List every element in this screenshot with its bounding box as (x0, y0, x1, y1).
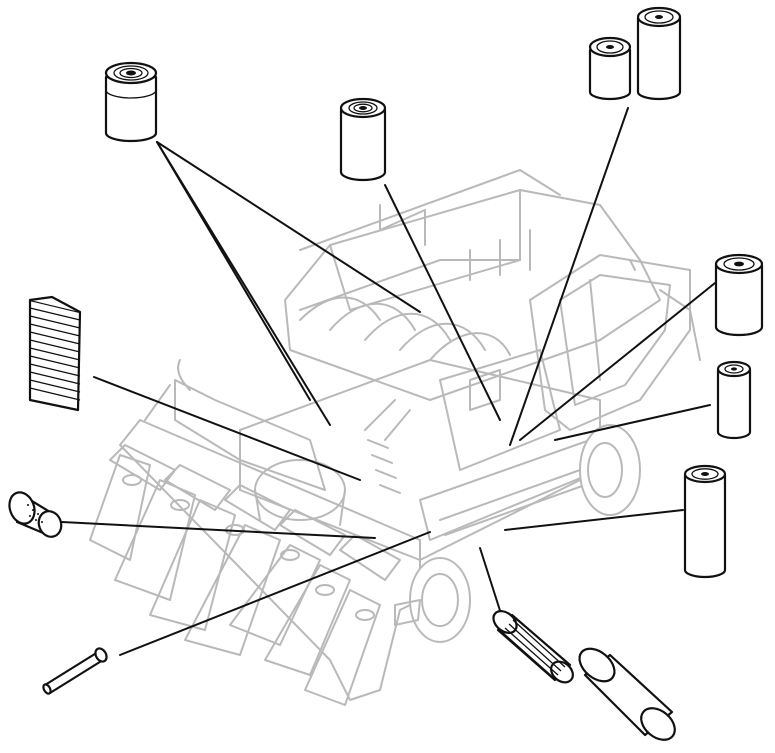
spin-on-filter-icon (683, 464, 727, 579)
leader-lines (61, 107, 716, 656)
spin-on-filter-icon (339, 97, 387, 182)
mesh-texture (27, 504, 43, 523)
spin-on-filter-top-left (104, 61, 158, 143)
breather-filter-left (8, 491, 63, 538)
spin-on-filter-icon (714, 253, 764, 337)
cartridge-filter-right-middle (716, 360, 752, 440)
air-filter-icon (492, 610, 676, 741)
panel-filter-icon (28, 295, 82, 412)
spin-on-filter-icon (104, 61, 158, 143)
long-spin-on-filter-right-lower (683, 464, 727, 579)
air-filter-element-pair-bottom (492, 610, 676, 741)
tall-spin-on-filter-right-upper (714, 253, 764, 337)
cotton-picker-machine (89, 169, 701, 706)
inline-fuel-filter-bottom-left (42, 647, 108, 695)
spin-on-filter-top-center (339, 97, 387, 182)
cabin-air-filter-panel-left (28, 295, 82, 412)
inline-filter-icon (42, 647, 108, 695)
spin-on-filter-pair-top-right (588, 6, 682, 101)
cartridge-filter-icon (716, 360, 752, 440)
spin-on-filter-icon (588, 6, 682, 101)
breather-filter-icon (8, 491, 63, 538)
